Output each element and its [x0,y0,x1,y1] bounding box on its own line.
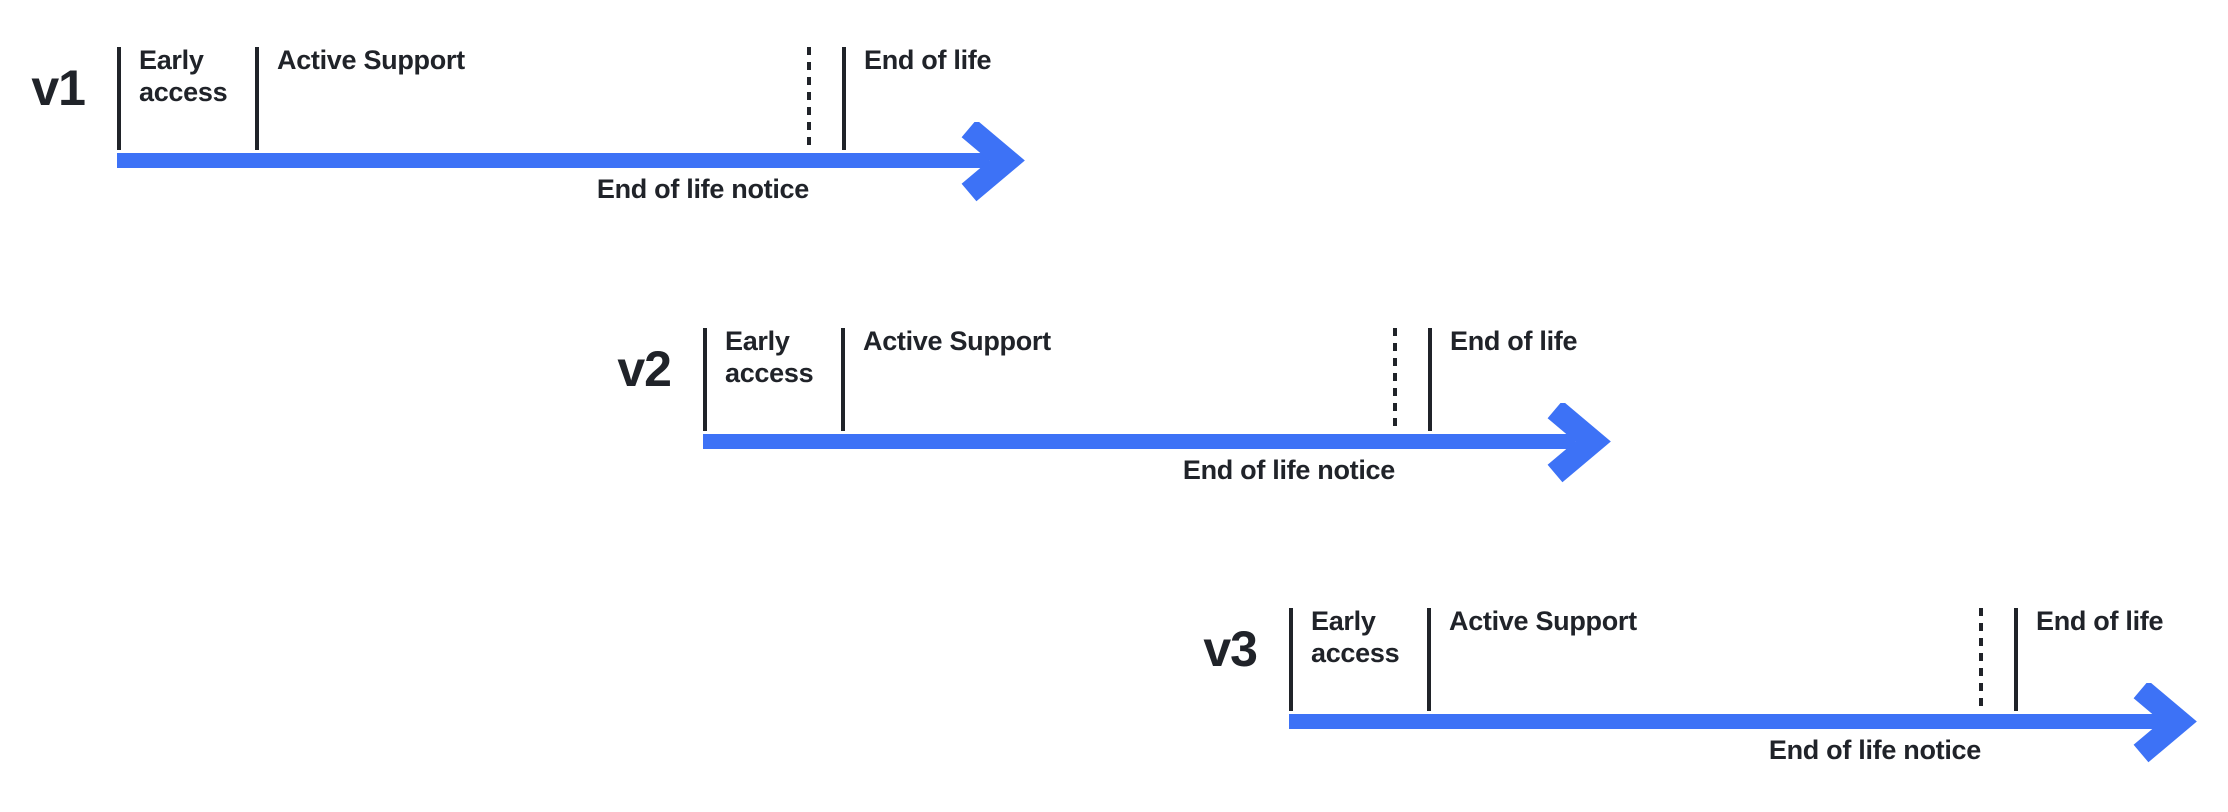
timeline-arrow-icon [703,403,1611,483]
end-of-life-label: End of life [2036,606,2164,636]
end-of-life-tick [1428,328,1432,431]
active-support-label: Active Support [863,326,1051,356]
early-access-label: Early access [725,326,814,389]
active-support-label: Active Support [1449,606,1637,636]
version-label: v3 [1203,621,1258,677]
eol-notice-label: End of life notice [596,174,809,204]
end-of-life-tick [842,47,846,150]
end-of-life-label: End of life [864,45,992,75]
eol-notice-dashed-tick [1979,608,1983,711]
early-access-tick [703,328,707,431]
eol-notice-label: End of life notice [1182,455,1395,485]
end-of-life-label: End of life [1450,326,1578,356]
eol-notice-dashed-tick [1393,328,1397,431]
timeline-v3: v3 Early access Active Support End of li… [1203,606,2201,812]
early-access-tick [117,47,121,150]
timeline-v2: v2 Early access Active Support End of li… [617,326,1615,538]
active-support-tick [841,328,845,431]
timeline-v1: v1 Early access Active Support End of li… [31,45,1029,257]
early-access-label: Early access [139,45,228,108]
eol-notice-label: End of life notice [1768,735,1981,765]
early-access-label: Early access [1311,606,1400,669]
active-support-tick [255,47,259,150]
active-support-label: Active Support [277,45,465,75]
early-access-tick [1289,608,1293,711]
timeline-arrow-icon [1289,683,2197,763]
eol-notice-dashed-tick [807,47,811,150]
version-label: v2 [617,341,672,397]
timeline-arrow-icon [117,122,1025,202]
version-label: v1 [31,60,86,116]
active-support-tick [1427,608,1431,711]
end-of-life-tick [2014,608,2018,711]
